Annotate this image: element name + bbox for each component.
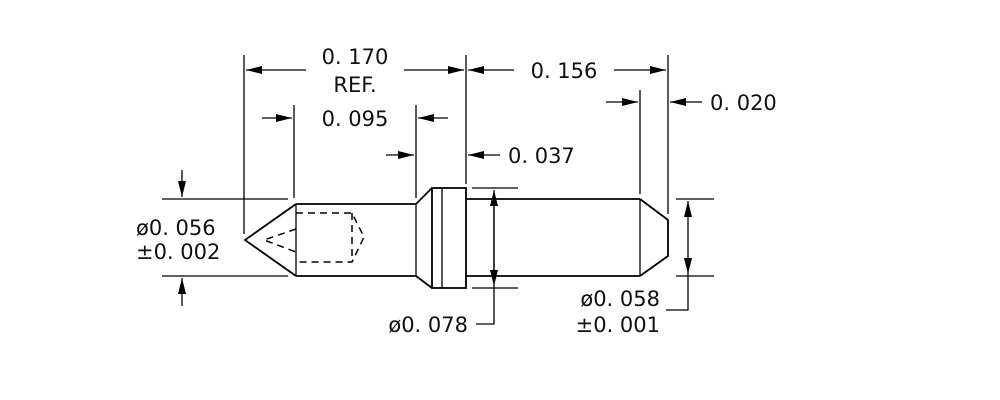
tail-chamfer-end bbox=[639, 198, 669, 277]
extension-lines bbox=[162, 55, 714, 289]
label-tip-dia: ø0. 056 bbox=[136, 216, 216, 240]
arrow-tail-left bbox=[468, 66, 484, 74]
label-tip-length: 0. 095 bbox=[322, 107, 389, 131]
arrow-taildia-top bbox=[684, 201, 692, 217]
dimension-lines bbox=[178, 66, 702, 325]
arrow-collar-right bbox=[468, 151, 484, 159]
arrow-tip-right bbox=[418, 114, 434, 122]
arrow-tail-right bbox=[650, 66, 666, 74]
label-chamfer: 0. 020 bbox=[710, 91, 777, 115]
label-tail-length: 0. 156 bbox=[531, 59, 598, 83]
dimension-labels: 0. 170 REF. 0. 095 0. 037 0. 156 0. 020 … bbox=[136, 45, 777, 337]
arrow-overall-left bbox=[246, 66, 262, 74]
label-collar-width: 0. 037 bbox=[508, 144, 575, 168]
label-collar-dia: ø0. 078 bbox=[388, 313, 468, 337]
arrow-chamfer-right bbox=[670, 98, 686, 106]
arrow-collardia-bottom bbox=[490, 270, 498, 286]
tip-cone bbox=[243, 203, 297, 277]
arrow-collar-left bbox=[398, 151, 414, 159]
leader-collardia bbox=[476, 286, 495, 325]
label-tail-dia-tol: ±0. 001 bbox=[576, 313, 660, 337]
arrow-overall-right bbox=[448, 66, 464, 74]
collar bbox=[431, 187, 467, 289]
arrow-taildia-bottom bbox=[684, 258, 692, 274]
hidden-bore bbox=[296, 212, 365, 263]
arrow-tip-left bbox=[276, 114, 292, 122]
hidden-cone bbox=[261, 228, 297, 253]
arrow-tipdia-top bbox=[178, 181, 186, 197]
arrow-collardia-top bbox=[490, 190, 498, 206]
label-ref: REF. bbox=[333, 73, 376, 97]
label-tip-dia-tol: ±0. 002 bbox=[136, 240, 220, 264]
pin-outline bbox=[243, 187, 669, 289]
arrow-chamfer-left bbox=[622, 98, 638, 106]
label-overall-ref: 0. 170 bbox=[322, 45, 389, 69]
collar-taper-top bbox=[415, 187, 433, 205]
leader-taildia bbox=[666, 274, 689, 311]
arrow-tipdia-bottom bbox=[178, 278, 186, 294]
label-tail-dia: ø0. 058 bbox=[580, 287, 660, 311]
collar-taper-bottom bbox=[415, 275, 433, 289]
